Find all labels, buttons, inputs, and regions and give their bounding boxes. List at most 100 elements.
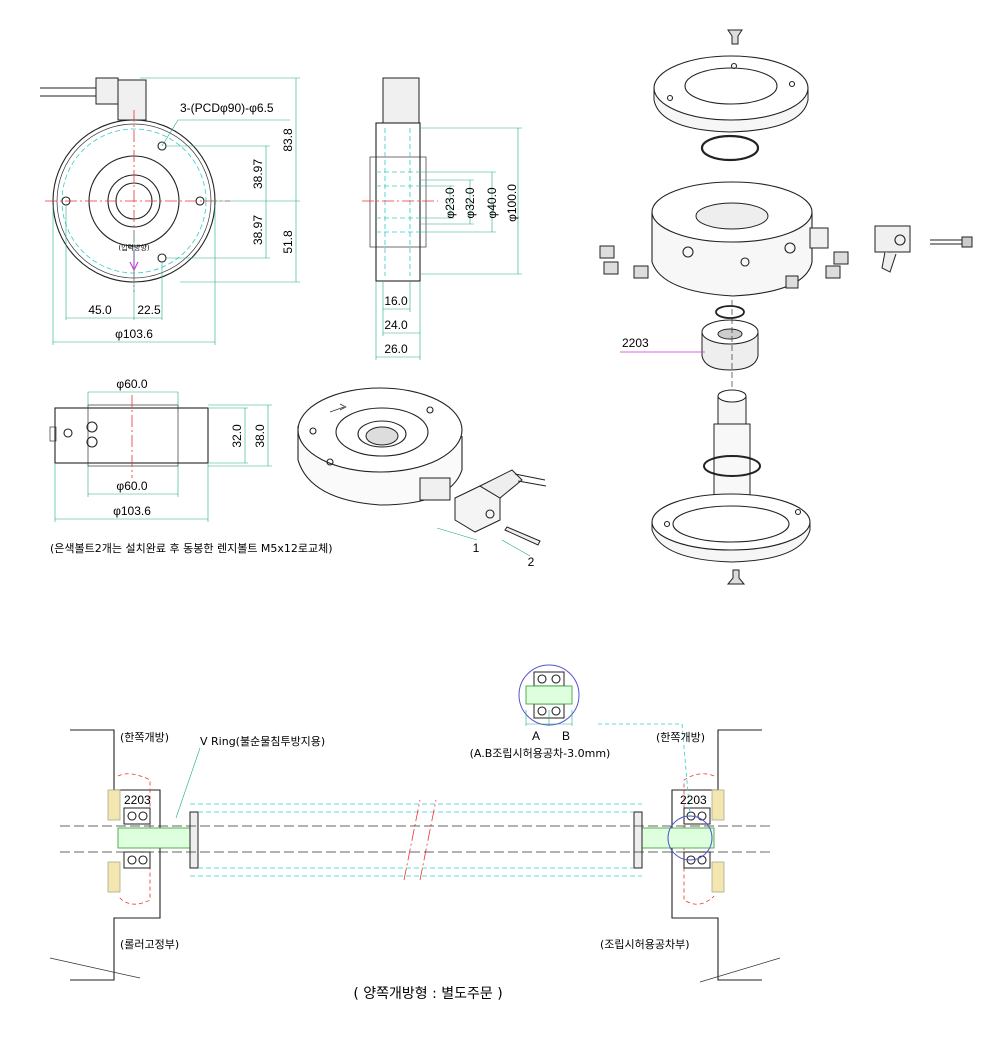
bottom-screw-2 [86, 421, 98, 433]
detail-ball-3 [537, 706, 547, 716]
front-view: (입력방향) 3-(PCDφ90)-φ6.5 83.8 38.97 38.97 … [40, 77, 300, 345]
bottom-view: φ60.0 φ60.0 φ103.6 32.0 38.0 [49, 377, 272, 522]
side-screw-1 [599, 245, 615, 259]
iso-screw-2 [504, 526, 541, 546]
housing-hole-2 [740, 257, 750, 267]
side-hub [369, 156, 427, 248]
cable-plug-screw [894, 234, 906, 246]
right-ground [699, 957, 781, 983]
top-flange [653, 55, 809, 121]
left-ball-top-2 [138, 811, 148, 821]
retaining-ring-mid [715, 305, 745, 319]
side-view: φ23.0 φ32.0 φ40.0 φ100.0 16.0 24.0 26.0 [362, 77, 522, 360]
break-line-1 [403, 799, 421, 881]
dim-38-97-top: 38.97 [251, 159, 265, 189]
housing-bore [695, 202, 769, 230]
callout-1-leader [436, 527, 478, 541]
housing-hole-3 [784, 242, 796, 254]
detail-leader-down [681, 723, 691, 817]
cable-plug-gland [881, 251, 897, 273]
dim-83-8: 83.8 [281, 128, 295, 152]
detail-b-label: B [562, 729, 570, 743]
base-flange-recess [672, 505, 790, 543]
right-top-label: (한쪽개방) [656, 731, 705, 744]
bearing-label: 2203 [622, 336, 649, 350]
left-ground [49, 957, 141, 979]
iso-hole-1 [309, 427, 317, 435]
right-wall [671, 729, 762, 981]
side-screw-2 [603, 261, 619, 275]
left-wall [70, 729, 161, 981]
detail-a-label: A [532, 729, 540, 743]
iso-hub-ring [335, 407, 429, 457]
dim-dia-23: φ23.0 [443, 187, 457, 218]
bottom-screw [726, 569, 746, 585]
dim-dia-60-bottom: φ60.0 [116, 479, 147, 493]
detail-ball-4 [551, 706, 561, 716]
housing-hole-1 [682, 246, 694, 258]
installation-note: (은색볼트2개는 설치완료 후 동봉한 렌지볼트 M5x12로교체) [50, 542, 333, 555]
bearing-bore [717, 328, 743, 340]
dim-51-8: 51.8 [281, 230, 295, 254]
assembly-section: A B (A.B조립시허용공차-3.0mm) (한쪽개방) (한쪽개방) V R… [49, 664, 781, 1002]
iso-cable [514, 473, 547, 487]
top-flange-hole-2 [788, 80, 796, 88]
roller-right-cap [633, 811, 643, 869]
dim-dia-32: φ32.0 [463, 187, 477, 218]
side-screw-6 [785, 275, 799, 289]
bottom-screw-1 [63, 428, 73, 438]
exploded-view: 2203 [599, 29, 973, 585]
assembly-caption: ( 양쪽개방형 : 별도주문 ) [353, 986, 502, 1002]
dim-24: 24.0 [384, 318, 408, 332]
top-flange-hole-1 [666, 94, 674, 102]
side-body [375, 122, 421, 282]
tolerance-note: (A.B조립시허용공차-3.0mm) [470, 747, 611, 760]
bottom-body [54, 407, 209, 464]
left-ball-bottom-2 [138, 855, 148, 865]
bottom-connector [49, 426, 57, 442]
retaining-ring-shaft [703, 455, 761, 477]
left-top-label: (한쪽개방) [120, 731, 169, 744]
dim-45: 45.0 [88, 303, 112, 317]
mount-hole-bottom [157, 253, 167, 263]
dim-dia-103-6-bottom: φ103.6 [113, 504, 151, 518]
detail-ball-1 [537, 674, 547, 684]
dim-26: 26.0 [384, 342, 408, 356]
right-bottom-label: (조립시허용공차부) [600, 938, 690, 951]
dim-dia-100: φ100.0 [505, 184, 519, 222]
iso-connector [419, 477, 451, 501]
shaft-top [717, 389, 747, 403]
v-ring-leader [175, 747, 201, 819]
iso-arrow-mark [329, 403, 347, 413]
housing-connector [809, 227, 829, 249]
dim-dia-103-6: φ103.6 [115, 327, 153, 341]
cable-plug [874, 225, 911, 253]
bottom-hub [87, 404, 179, 467]
dim-dia-40: φ40.0 [485, 187, 499, 218]
callout-2-leader [501, 539, 531, 557]
iso-hub-inner [357, 420, 407, 448]
roller-left-cap [189, 811, 199, 869]
bearing-left-label: 2203 [124, 793, 151, 807]
dim-38: 38.0 [253, 424, 267, 448]
iso-gland [478, 469, 523, 499]
iso-hole-2 [426, 406, 434, 414]
connector-block [117, 79, 147, 121]
top-flange-recess [684, 67, 778, 105]
dim-16: 16.0 [384, 294, 408, 308]
base-flange [651, 493, 811, 551]
top-flange-hole-3 [730, 62, 738, 70]
top-screw [727, 29, 743, 45]
cable-gland [95, 77, 119, 105]
base-flange-hole-2 [794, 508, 802, 516]
iso-hole-3 [326, 458, 334, 466]
iso-plug-screw [485, 509, 495, 519]
break-line-2 [419, 799, 437, 881]
right-housing-hatch-top [711, 789, 725, 821]
bottom-screw-3 [86, 436, 98, 448]
dim-38-97-bottom: 38.97 [251, 215, 265, 245]
left-ball-bottom-1 [127, 855, 137, 865]
side-screw-5 [825, 265, 841, 279]
bearing-right-label: 2203 [680, 793, 707, 807]
